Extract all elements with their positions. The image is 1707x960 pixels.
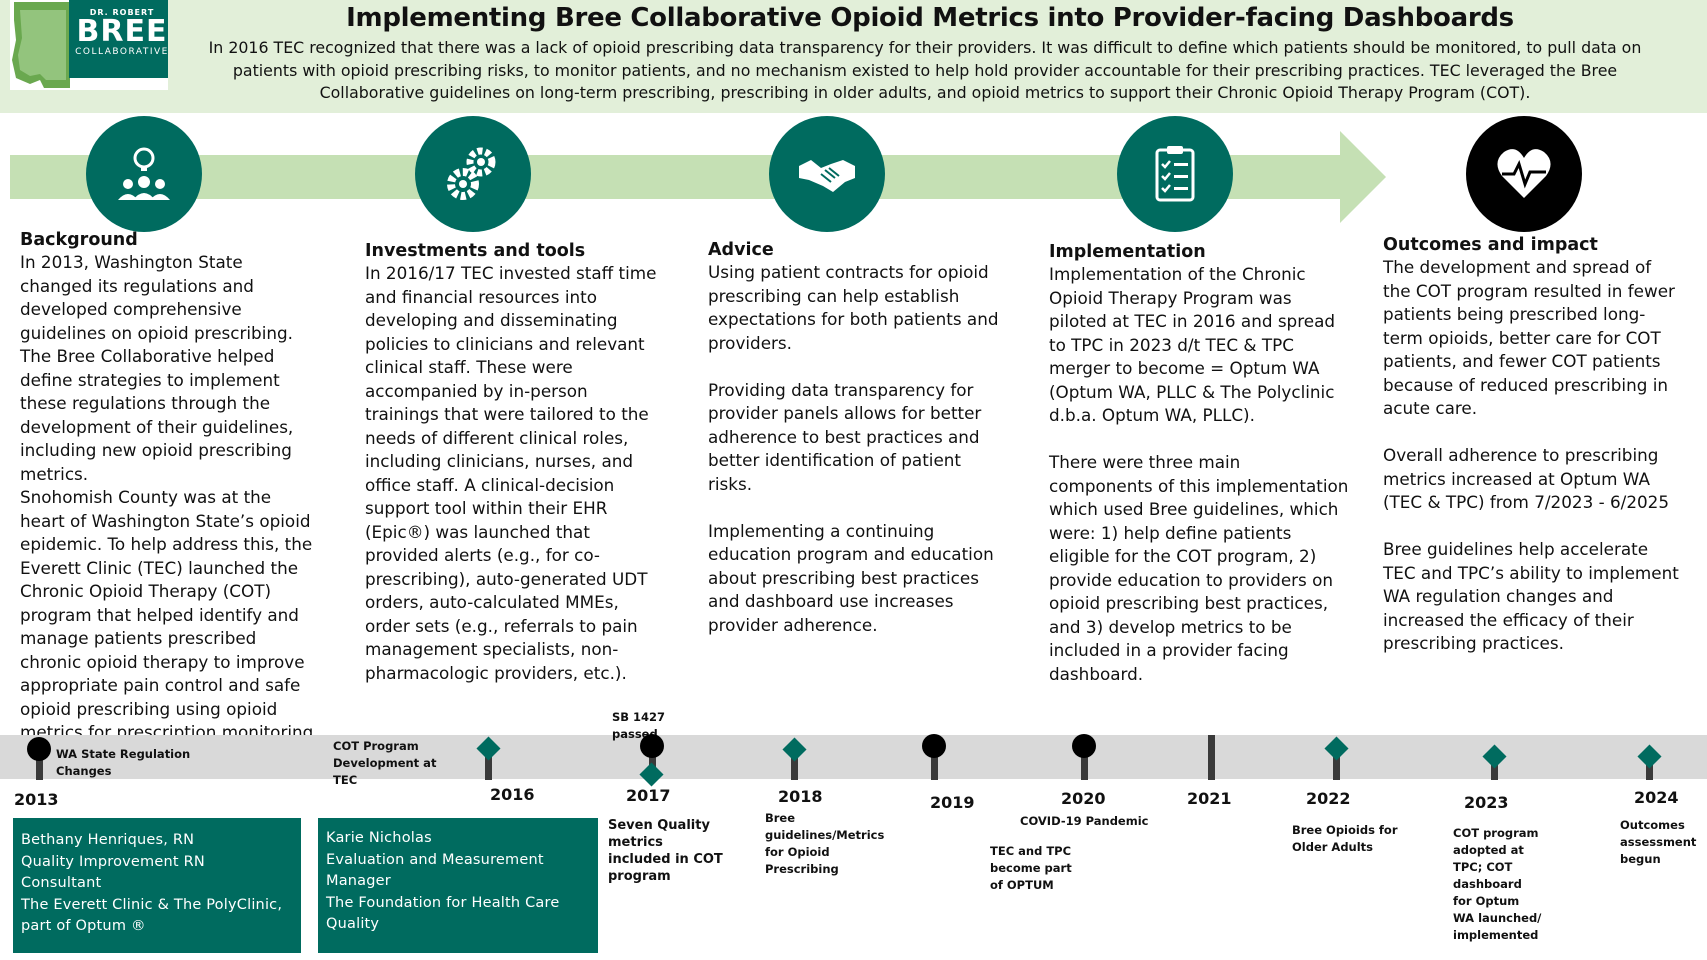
background-text-2: Snohomish County was at the heart of Was… (20, 487, 319, 742)
logo-text-box: DR. ROBERT BREE COLLABORATIVE (69, 0, 168, 78)
advice-heading: Advice (708, 240, 774, 260)
author-org-line1: The Everett Clinic & The PolyClinic, (21, 896, 283, 913)
logo-sub-text: COLLABORATIVE (75, 47, 168, 57)
event-seven-quality: Seven Quality metrics included in COT pr… (608, 818, 723, 884)
author-name: Karie Nicholas (326, 830, 432, 846)
year-2021: 2021 (1187, 789, 1232, 808)
investments-heading: Investments and tools (365, 241, 586, 261)
implementation-heading: Implementation (1049, 242, 1206, 262)
year-2019: 2019 (930, 793, 975, 812)
process-arrow-head (1340, 131, 1386, 223)
outcomes-icon-circle (1466, 116, 1582, 232)
timeline-stem-2018 (791, 750, 798, 780)
poster-intro: In 2016 TEC recognized that there was a … (208, 38, 1642, 102)
author-title-line1: Quality Improvement RN (21, 853, 205, 870)
advice-icon-circle (769, 116, 885, 232)
timeline-stem-2019 (931, 750, 938, 780)
event-older-adults: Bree Opioids for Older Adults (1292, 823, 1398, 854)
implementation-text-2: There were three main components of this… (1049, 452, 1349, 684)
investments-text-1: In 2016/17 TEC invested staff time and f… (365, 263, 657, 683)
timeline-stem-2016 (485, 750, 492, 780)
year-2013: 2013 (14, 790, 59, 809)
year-2023: 2023 (1464, 793, 1509, 812)
advice-section: Advice Using patient contracts for opioi… (708, 239, 1008, 637)
outcomes-text-1: The development and spread of the COT pr… (1383, 257, 1675, 418)
event-tpc-adopted: COT program adopted at TPC; COT dashboar… (1453, 826, 1542, 942)
author-title-line2: Consultant (21, 875, 102, 891)
year-2017: 2017 (626, 786, 671, 805)
event-covid: COVID-19 Pandemic (1020, 814, 1149, 828)
outcomes-text-3: Bree guidelines help accelerate TEC and … (1383, 539, 1679, 653)
author-org-line1: The Foundation for Health Care (326, 894, 560, 911)
outcomes-section: Outcomes and impact The development and … (1383, 234, 1683, 656)
gears-icon (447, 147, 496, 200)
investments-section: Investments and tools In 2016/17 TEC inv… (365, 240, 665, 685)
bree-logo: DR. ROBERT BREE COLLABORATIVE (10, 0, 168, 90)
author-card-bethany: Bethany Henriques, RN Quality Improvemen… (13, 818, 301, 953)
timeline-stem-2021 (1208, 735, 1215, 780)
event-optum: TEC and TPC become part of OPTUM (990, 844, 1072, 892)
year-2018: 2018 (778, 787, 823, 806)
event-outcomes-assessment: Outcomes assessment begun (1620, 818, 1697, 866)
author-name: Bethany Henriques, RN (21, 832, 195, 848)
outcomes-text-2: Overall adherence to prescribing metrics… (1383, 445, 1670, 512)
poster-title: Implementing Bree Collaborative Opioid M… (346, 3, 1514, 33)
heartbeat-icon (1497, 149, 1551, 198)
author-card-karie: Karie Nicholas Evaluation and Measuremen… (318, 818, 598, 953)
implementation-text-1: Implementation of the Chronic Opioid The… (1049, 264, 1336, 425)
timeline-dot-2020 (1072, 734, 1096, 758)
timeline-dot-2019 (922, 734, 946, 758)
event-cot-development: COT Program Development at TEC (333, 739, 437, 787)
timeline-stem-2020 (1081, 750, 1088, 780)
logo-big-text: BREE (76, 14, 168, 49)
timeline-stem-2022 (1333, 750, 1340, 780)
advice-text-2: Providing data transparency for provider… (708, 379, 982, 494)
author-org-line2: part of Optum ® (21, 918, 146, 934)
year-2016: 2016 (490, 785, 535, 804)
background-heading: Background (20, 230, 138, 250)
handshake-icon (799, 160, 855, 192)
implementation-icon-circle (1117, 116, 1233, 232)
year-2022: 2022 (1306, 789, 1351, 808)
author-title-line2: Manager (326, 873, 391, 889)
year-2020: 2020 (1061, 789, 1106, 808)
investments-icon-circle (415, 116, 531, 232)
advice-text-3: Implementing a continuing education prog… (708, 520, 994, 635)
logo-small-text: DR. ROBERT (89, 8, 155, 17)
background-icon-circle (86, 116, 202, 232)
event-sb1427: SB 1427 passed (612, 710, 666, 741)
outcomes-heading: Outcomes and impact (1383, 235, 1598, 255)
event-bree-guidelines: Bree guidelines/Metrics for Opioid Presc… (765, 811, 885, 876)
timeline-dot-2017 (640, 734, 664, 758)
timeline-dot-2013 (27, 737, 51, 761)
background-text-1: In 2013, Washington State changed its re… (20, 252, 294, 484)
event-wa-regulation: WA State Regulation Changes (56, 747, 191, 778)
background-section: Background In 2013, Washington State cha… (20, 229, 320, 745)
header-banner: DR. ROBERT BREE COLLABORATIVE Implementi… (0, 0, 1707, 113)
people-idea-icon (118, 147, 170, 200)
author-title-line1: Evaluation and Measurement (326, 851, 544, 868)
checklist-icon (1155, 146, 1195, 202)
year-2024: 2024 (1634, 788, 1679, 807)
advice-text-1: Using patient contracts for opioid presc… (708, 262, 999, 353)
implementation-section: Implementation Implementation of the Chr… (1049, 241, 1349, 686)
timeline-stem-2013 (36, 750, 43, 780)
timeline-bar (0, 735, 1707, 779)
author-org-line2: Quality (326, 916, 380, 932)
washington-state-map-icon (12, 2, 70, 88)
